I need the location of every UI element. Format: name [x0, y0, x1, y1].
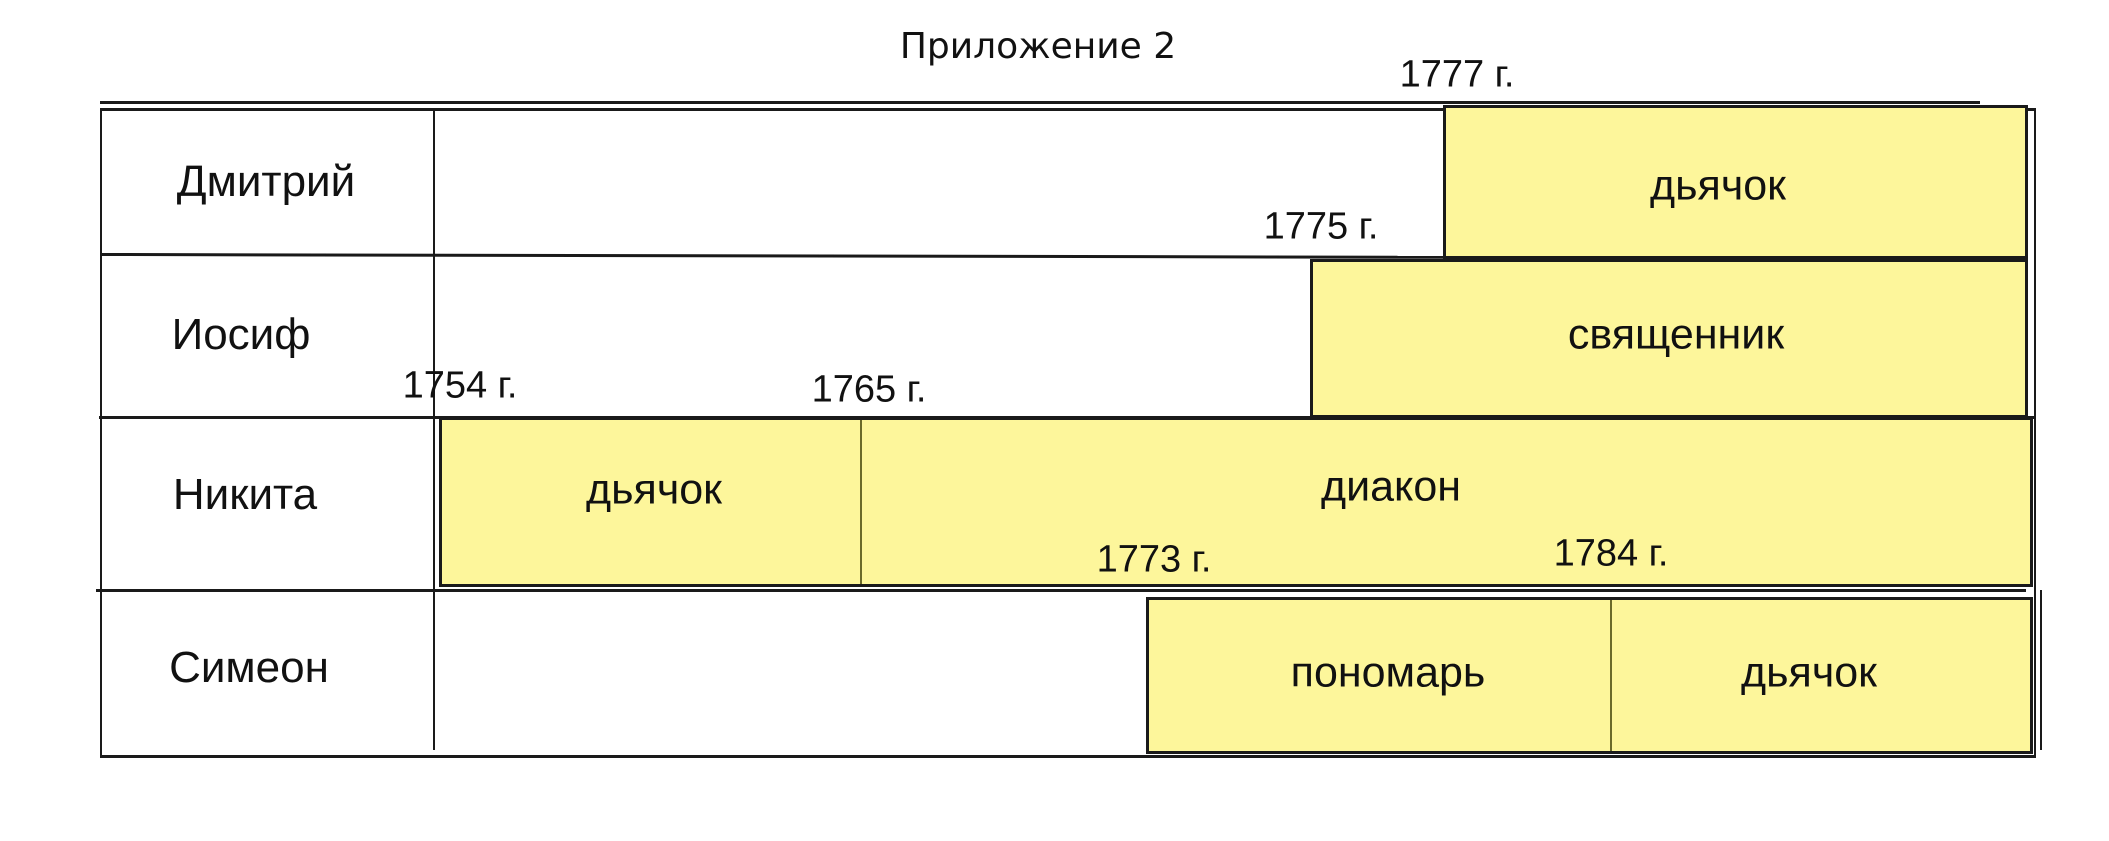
row-name-dmitry: Дмитрий: [176, 157, 356, 206]
role-label: диакон: [1321, 462, 1461, 511]
row-divider-3: [96, 589, 2026, 592]
year-label-1775: 1775 г.: [1263, 205, 1379, 248]
left-border: [100, 108, 102, 758]
role-bar-nikita: [439, 417, 2033, 587]
role-bar-iosif-svyashchennik: [1310, 259, 2028, 418]
role-bar-dmitry-dyachok: [1443, 105, 2028, 259]
name-column-divider: [433, 110, 435, 750]
role-label: дьячок: [1650, 161, 1786, 210]
row-divider-1: [100, 253, 1444, 259]
page-title: Приложение 2: [899, 26, 1177, 67]
top-border-line: [100, 101, 1980, 104]
bottom-border: [101, 755, 2036, 758]
role-label: пономарь: [1290, 648, 1486, 697]
right-border-extra: [2040, 590, 2042, 750]
top-border: [101, 108, 2035, 111]
year-label-1754: 1754 г.: [402, 364, 518, 407]
role-label: дьячок: [586, 465, 722, 514]
row-name-iosif: Иосиф: [171, 310, 311, 359]
row-name-simeon: Симеон: [169, 643, 329, 692]
year-label-1765: 1765 г.: [811, 368, 927, 411]
year-label-1773: 1773 г.: [1096, 538, 1212, 581]
role-divider: [860, 420, 862, 584]
role-bar-simeon: [1146, 597, 2033, 754]
row-name-nikita: Никита: [172, 470, 318, 519]
right-border: [2034, 108, 2036, 758]
role-divider: [1610, 600, 1612, 751]
role-label: дьячок: [1741, 648, 1877, 697]
role-label: священник: [1567, 310, 1785, 359]
year-label-1784: 1784 г.: [1553, 532, 1669, 575]
year-label-1777: 1777 г.: [1399, 53, 1515, 96]
